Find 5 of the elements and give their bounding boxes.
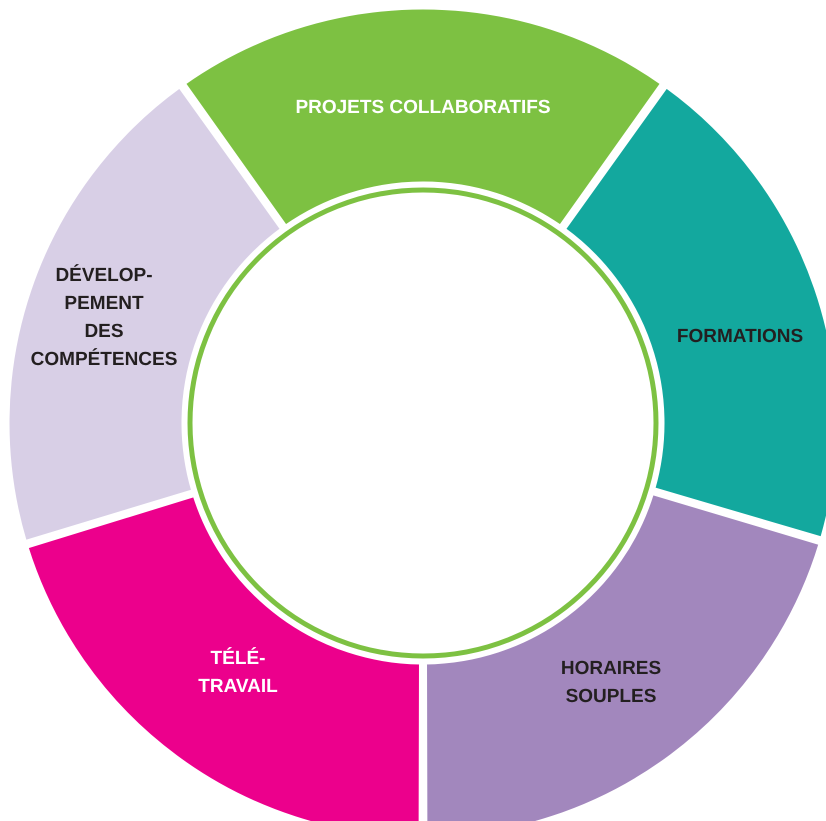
segment-label: PROJETS COLLABORATIFS: [295, 96, 551, 120]
segment-label: HORAIRES SOUPLES: [560, 657, 662, 709]
segment-label: TÉLÉ- TRAVAIL: [198, 646, 278, 699]
segment-label: FORMATIONS: [676, 325, 804, 349]
segment-label: DÉVELOP- PEMENT DES COMPÉTENCES: [30, 263, 178, 372]
